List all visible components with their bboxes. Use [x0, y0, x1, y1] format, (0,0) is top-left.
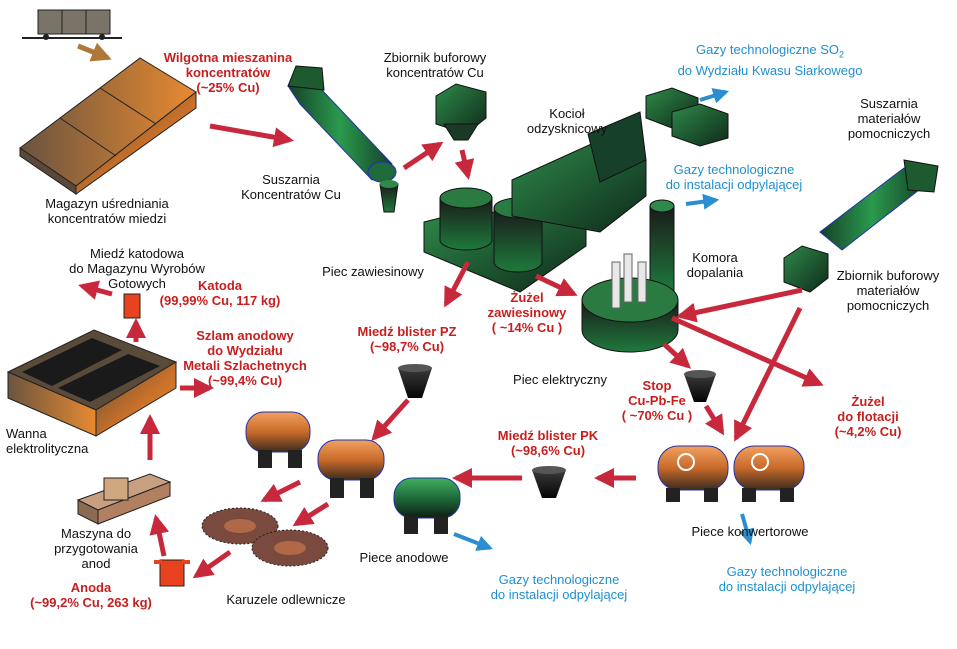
converter-1: [657, 445, 729, 502]
ladle-pk: [532, 466, 566, 498]
ladle-pz: [398, 364, 432, 398]
auxiliary-dryer: [819, 159, 939, 251]
buffer-hopper-aux: [783, 245, 829, 293]
so2-ducts: [645, 87, 729, 147]
material-flow-arrows: [78, 123, 824, 579]
label-cu-dryer: Suszarnia Koncentratów Cu: [241, 172, 341, 202]
label-dedusting-gases-2: Gazy technologiczne do instalacji odpyla…: [718, 564, 856, 594]
label-anode-furnaces: Piece anodowe: [359, 550, 449, 565]
anode-preparation-machine: [76, 473, 172, 525]
flash-furnace: [423, 187, 587, 293]
label-dedusting-gases-1: Gazy technologiczne do instalacji odpyla…: [665, 162, 803, 192]
label-prep-machine: Maszyna do przygotowania anod: [54, 526, 138, 571]
anode-furnace-1: [245, 411, 311, 468]
label-casting-wheels: Karuzele odlewnicze: [226, 592, 346, 607]
label-slag-flash: Żużel zawiesinowy ( ~14% Cu ): [487, 290, 567, 335]
cathode-plate: [123, 293, 141, 319]
label-buffer-tank-cu: Zbiornik buforowy koncentratów Cu: [383, 50, 487, 80]
label-anode-slime: Szlam anodowy do Wydziału Metali Szlache…: [183, 328, 307, 388]
gas-flow-arrows: [453, 88, 755, 551]
electrolytic-tank: [6, 329, 178, 437]
label-converters: Piece konwertorowe: [691, 524, 809, 539]
label-buffer-tank-aux: Zbiornik buforowy materiałów pomocniczyc…: [836, 268, 940, 313]
rail-wagon: [22, 9, 122, 40]
label-alloy: Stop Cu-Pb-Fe ( ~70% Cu ): [621, 378, 693, 423]
label-slag-flotation: Żużel do flotacji (~4,2% Cu): [834, 394, 902, 439]
label-anode: Anoda (~99,2% Cu, 263 kg): [30, 580, 152, 610]
label-aux-dryer: Suszarnia materiałów pomocniczych: [847, 96, 931, 141]
label-dedusting-gases-3: Gazy technologiczne do instalacji odpyla…: [490, 572, 628, 602]
casting-wheel-2: [251, 529, 329, 567]
label-storage: Magazyn uśredniania koncentratów miedzi: [45, 196, 169, 226]
anode-furnace-2: [317, 439, 385, 498]
buffer-hopper-cu: [435, 83, 487, 141]
label-flash-furnace: Piec zawiesinowy: [322, 264, 424, 279]
concentrate-dryer: [287, 65, 399, 213]
converter-2: [733, 445, 805, 502]
label-cathode: Katoda (99,99% Cu, 117 kg): [159, 278, 281, 308]
afterburning-chamber: [649, 199, 675, 293]
label-blister-pk: Miedź blister PK (~98,6% Cu): [497, 428, 599, 458]
anode-plate: [154, 559, 190, 587]
label-wet-concentrate: Wilgotna mieszanina koncentratów (~25% C…: [163, 50, 293, 95]
anode-furnace-3: [393, 477, 461, 534]
ladle-ef: [684, 370, 716, 402]
label-blister-pz: Miedź blister PZ (~98,7% Cu): [357, 324, 457, 354]
label-boiler: Kocioł odzysknicowy: [526, 106, 608, 136]
label-cathode-copper: Miedź katodowa do Magazynu Wyrobów Gotow…: [69, 246, 205, 291]
label-tank: Wanna elektrolityczna: [6, 426, 89, 456]
wagon-arrow: [77, 42, 112, 62]
electric-furnace: [581, 253, 679, 353]
label-afterburner: Komora dopalania: [686, 250, 744, 280]
label-electric-furnace: Piec elektryczny: [513, 372, 607, 387]
waste-heat-boiler: [511, 111, 647, 233]
concentrate-storage: [19, 57, 197, 195]
casting-wheel-1: [201, 507, 279, 545]
